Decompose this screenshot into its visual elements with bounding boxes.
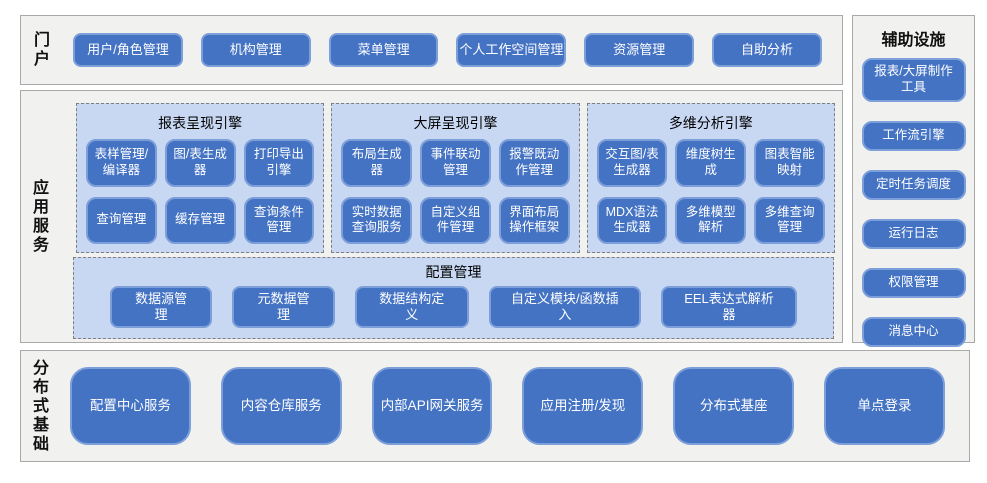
engine-groups-row: 报表呈现引擎 表样管理/编译器 图/表生成器 打印导出引擎 查询管理 缓存管理 … bbox=[76, 103, 835, 253]
portal-item-personal-workspace-mgmt: 个人工作空间管理 bbox=[456, 33, 567, 67]
report-engine-grid: 表样管理/编译器 图/表生成器 打印导出引擎 查询管理 缓存管理 查询条件管理 bbox=[86, 139, 315, 244]
config-item-datasource-mgmt: 数据源管理 bbox=[110, 286, 213, 328]
olap-engine-item-mdx-generator: MDX语法生成器 bbox=[596, 196, 668, 244]
app-services-section-label: 应用服务 bbox=[30, 178, 47, 255]
olap-engine-group-title: 多维分析引擎 bbox=[668, 115, 753, 131]
portal-item-menu-mgmt: 菜单管理 bbox=[328, 33, 439, 67]
portal-items-row: 用户/角色管理 机构管理 菜单管理 个人工作空间管理 资源管理 自助分析 bbox=[73, 33, 822, 67]
config-item-custom-module-function: 自定义模块/函数插入 bbox=[488, 286, 641, 328]
dist-item-config-center-service: 配置中心服务 bbox=[70, 367, 191, 445]
portal-section-label: 门户 bbox=[31, 31, 48, 69]
distributed-base-section: 分布式基础 配置中心服务 内容仓库服务 内部API网关服务 应用注册/发现 分布… bbox=[20, 350, 970, 462]
dist-item-content-repo-service: 内容仓库服务 bbox=[220, 367, 342, 445]
config-item-data-structure-definition: 数据结构定义 bbox=[354, 286, 469, 328]
olap-engine-item-model-parsing: 多维模型解析 bbox=[675, 196, 747, 244]
auxiliary-items-column: 报表/大屏制作工具 工作流引擎 定时任务调度 运行日志 权限管理 消息中心 bbox=[861, 58, 966, 347]
report-engine-item-chart-table-generator: 图/表生成器 bbox=[164, 139, 236, 187]
aux-item-scheduled-task: 定时任务调度 bbox=[861, 170, 966, 200]
olap-engine-item-interactive-chart-generator: 交互图/表生成器 bbox=[596, 139, 668, 187]
distributed-base-section-label: 分布式基础 bbox=[30, 358, 47, 454]
bigscreen-engine-item-ui-layout-framework: 界面布局操作框架 bbox=[498, 196, 570, 244]
bigscreen-engine-item-alarm-action-mgmt: 报警既动作管理 bbox=[498, 139, 570, 187]
olap-engine-item-smart-chart-mapping: 图表智能映射 bbox=[754, 139, 825, 187]
bigscreen-engine-item-realtime-data-query: 实时数据查询服务 bbox=[341, 196, 413, 244]
bigscreen-engine-group: 大屏呈现引擎 布局生成器 事件联动管理 报警既动作管理 实时数据查询服务 自定义… bbox=[331, 103, 580, 253]
portal-item-org-mgmt: 机构管理 bbox=[200, 33, 311, 67]
auxiliary-section: 辅助设施 报表/大屏制作工具 工作流引擎 定时任务调度 运行日志 权限管理 消息… bbox=[852, 15, 975, 347]
distributed-items-row: 配置中心服务 内容仓库服务 内部API网关服务 应用注册/发现 分布式基座 单点… bbox=[70, 367, 945, 445]
report-engine-item-query-mgmt: 查询管理 bbox=[86, 196, 157, 244]
bigscreen-engine-item-event-linkage-mgmt: 事件联动管理 bbox=[420, 139, 491, 187]
bigscreen-engine-group-title: 大屏呈现引擎 bbox=[413, 115, 498, 131]
report-engine-group-title: 报表呈现引擎 bbox=[158, 115, 243, 131]
aux-item-permission-mgmt: 权限管理 bbox=[861, 268, 966, 298]
portal-item-self-service-analysis: 自助分析 bbox=[712, 33, 822, 67]
config-item-metadata-mgmt: 元数据管理 bbox=[232, 286, 335, 328]
app-services-section: 应用服务 报表呈现引擎 表样管理/编译器 图/表生成器 打印导出引擎 查询管理 … bbox=[20, 90, 843, 343]
bigscreen-engine-item-layout-generator: 布局生成器 bbox=[341, 139, 413, 187]
report-engine-item-print-export: 打印导出引擎 bbox=[243, 139, 315, 187]
portal-item-resource-mgmt: 资源管理 bbox=[584, 33, 695, 67]
report-engine-item-query-condition-mgmt: 查询条件管理 bbox=[243, 196, 315, 244]
dist-item-distributed-pedestal: 分布式基座 bbox=[673, 367, 795, 445]
config-mgmt-group-title: 配置管理 bbox=[425, 264, 482, 280]
olap-engine-group: 多维分析引擎 交互图/表生成器 维度树生成 图表智能映射 MDX语法生成器 多维… bbox=[586, 103, 835, 253]
portal-item-user-role-mgmt: 用户/角色管理 bbox=[73, 33, 183, 67]
olap-engine-item-multidim-query-mgmt: 多维查询管理 bbox=[754, 196, 825, 244]
aux-item-workflow-engine: 工作流引擎 bbox=[861, 121, 966, 151]
dist-item-app-register-discovery: 应用注册/发现 bbox=[522, 367, 644, 445]
aux-item-message-center: 消息中心 bbox=[861, 317, 966, 347]
config-item-eel-expression-parser: EEL表达式解析器 bbox=[660, 286, 797, 328]
dist-item-single-sign-on: 单点登录 bbox=[824, 367, 945, 445]
bigscreen-engine-item-custom-component-mgmt: 自定义组件管理 bbox=[420, 196, 491, 244]
report-engine-group: 报表呈现引擎 表样管理/编译器 图/表生成器 打印导出引擎 查询管理 缓存管理 … bbox=[76, 103, 325, 253]
olap-engine-grid: 交互图/表生成器 维度树生成 图表智能映射 MDX语法生成器 多维模型解析 多维… bbox=[596, 139, 825, 244]
dist-item-internal-api-gateway: 内部API网关服务 bbox=[371, 367, 493, 445]
report-engine-item-template-compiler: 表样管理/编译器 bbox=[86, 139, 157, 187]
config-mgmt-row: 数据源管理 元数据管理 数据结构定义 自定义模块/函数插入 EEL表达式解析器 bbox=[74, 284, 833, 338]
report-engine-item-cache-mgmt: 缓存管理 bbox=[164, 196, 236, 244]
auxiliary-section-title: 辅助设施 bbox=[881, 32, 946, 49]
config-mgmt-group: 配置管理 数据源管理 元数据管理 数据结构定义 自定义模块/函数插入 EEL表达… bbox=[73, 257, 834, 339]
portal-section: 门户 用户/角色管理 机构管理 菜单管理 个人工作空间管理 资源管理 自助分析 bbox=[20, 15, 843, 85]
bigscreen-engine-grid: 布局生成器 事件联动管理 报警既动作管理 实时数据查询服务 自定义组件管理 界面… bbox=[341, 139, 570, 244]
aux-item-report-bigscreen-tool: 报表/大屏制作工具 bbox=[861, 58, 966, 102]
aux-item-run-log: 运行日志 bbox=[861, 219, 966, 249]
olap-engine-item-dimension-tree: 维度树生成 bbox=[675, 139, 747, 187]
